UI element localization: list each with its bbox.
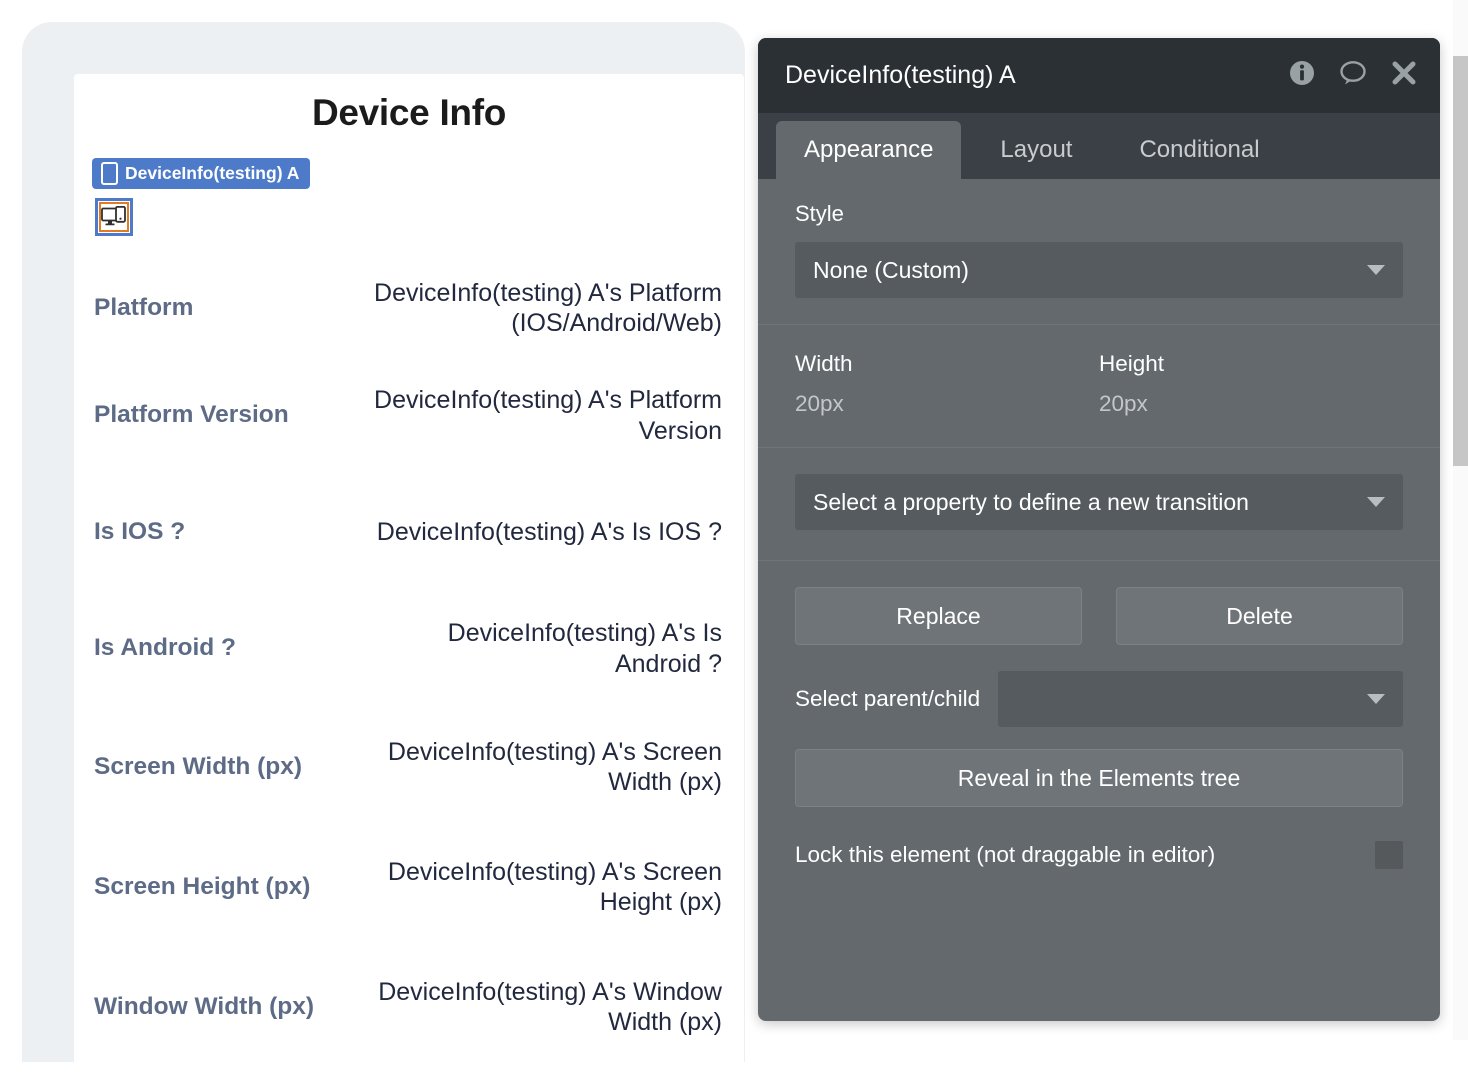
- transition-property-select[interactable]: Select a property to define a new transi…: [795, 474, 1403, 530]
- device-monitor-phone-icon: [99, 202, 129, 232]
- parent-child-label: Select parent/child: [795, 686, 981, 711]
- device-info-rows: Platform DeviceInfo(testing) A's Platfor…: [74, 260, 744, 1067]
- replace-button[interactable]: Replace: [795, 587, 1082, 645]
- parent-child-select[interactable]: [998, 671, 1403, 727]
- app-preview-page: Device Info DeviceInfo(testing) A Platfo…: [74, 74, 744, 1084]
- style-select-value: None (Custom): [813, 256, 969, 283]
- row-value: DeviceInfo(testing) A's Is Android ?: [447, 619, 722, 678]
- selection-badge[interactable]: DeviceInfo(testing) A: [92, 158, 311, 189]
- row-value: DeviceInfo(testing) A's Platform Version: [374, 386, 722, 445]
- transition-section: Select a property to define a new transi…: [758, 448, 1440, 561]
- row-value: DeviceInfo(testing) A's Screen Width (px…: [387, 737, 722, 797]
- tab-layout[interactable]: Layout: [1000, 136, 1073, 163]
- selected-element-icon-box[interactable]: [95, 198, 133, 236]
- row-value: DeviceInfo(testing) A's Window Width (px…: [378, 977, 722, 1037]
- element-actions-section: Replace Delete Select parent/child Revea…: [758, 561, 1440, 895]
- panel-title: DeviceInfo(testing) A: [785, 61, 1016, 89]
- row-label: Platform: [94, 293, 194, 321]
- selection-badge-label: DeviceInfo(testing) A: [125, 163, 300, 183]
- row-label: Is Android ?: [94, 634, 236, 662]
- phone-icon: [101, 162, 118, 185]
- row-label: Screen Height (px): [94, 872, 311, 900]
- lock-element-label: Lock this element (not draggable in edit…: [795, 842, 1216, 867]
- style-label: Style: [795, 201, 844, 226]
- style-select[interactable]: None (Custom): [795, 242, 1403, 298]
- table-row: Screen Width (px) DeviceInfo(testing) A'…: [74, 707, 744, 827]
- property-editor-panel: DeviceInfo(testing) A: [758, 38, 1440, 1021]
- close-icon[interactable]: [1390, 59, 1418, 92]
- reveal-in-elements-tree-button[interactable]: Reveal in the Elements tree: [795, 749, 1403, 807]
- table-row: Platform Version DeviceInfo(testing) A's…: [74, 356, 744, 475]
- lock-element-checkbox[interactable]: [1375, 841, 1403, 869]
- panel-body: Style None (Custom) Width 20px Height 20…: [758, 179, 1440, 1021]
- panel-tab-bar: Appearance Layout Conditional: [758, 113, 1440, 179]
- chevron-down-icon: [1367, 265, 1385, 275]
- row-value: DeviceInfo(testing) A's Platform (IOS/An…: [374, 278, 722, 338]
- width-value: 20px: [795, 391, 844, 416]
- table-row: Platform DeviceInfo(testing) A's Platfor…: [74, 260, 744, 356]
- chevron-down-icon: [1367, 497, 1385, 507]
- row-value: DeviceInfo(testing) A's Screen Height (p…: [387, 857, 722, 917]
- lock-element-row: Lock this element (not draggable in edit…: [795, 841, 1403, 869]
- table-row: Screen Height (px) DeviceInfo(testing) A…: [74, 827, 744, 947]
- parent-child-row: Select parent/child: [795, 671, 1403, 727]
- tab-appearance[interactable]: Appearance: [776, 121, 962, 179]
- info-icon[interactable]: [1288, 59, 1316, 92]
- page-scrollbar-thumb[interactable]: [1453, 56, 1468, 466]
- transition-property-placeholder: Select a property to define a new transi…: [813, 488, 1249, 515]
- height-label: Height: [1099, 351, 1165, 376]
- row-value: DeviceInfo(testing) A's Is IOS ?: [376, 518, 722, 547]
- comment-icon[interactable]: [1338, 59, 1368, 92]
- tab-conditional[interactable]: Conditional: [1139, 136, 1260, 163]
- height-value: 20px: [1099, 391, 1148, 416]
- panel-header-actions: [1288, 59, 1418, 92]
- replace-delete-row: Replace Delete: [795, 587, 1403, 645]
- chevron-down-icon: [1367, 694, 1385, 704]
- height-field[interactable]: Height 20px: [1099, 351, 1403, 417]
- row-label: Is IOS ?: [94, 518, 186, 546]
- row-label: Window Width (px): [94, 992, 314, 1020]
- delete-button[interactable]: Delete: [1116, 587, 1403, 645]
- table-row: Is Android ? DeviceInfo(testing) A's Is …: [74, 590, 744, 707]
- panel-header: DeviceInfo(testing) A: [758, 38, 1440, 113]
- width-field[interactable]: Width 20px: [795, 351, 1099, 417]
- row-label: Screen Width (px): [94, 752, 303, 780]
- table-row: Is IOS ? DeviceInfo(testing) A's Is IOS …: [74, 475, 744, 590]
- dimensions-section: Width 20px Height 20px: [758, 325, 1440, 448]
- page-scrollbar-track[interactable]: [1453, 0, 1468, 1040]
- page-title: Device Info: [311, 92, 507, 133]
- row-label: Platform Version: [94, 401, 289, 429]
- canvas-frame: Device Info DeviceInfo(testing) A Platfo…: [22, 22, 745, 1084]
- style-section: Style None (Custom): [758, 179, 1440, 325]
- width-label: Width: [795, 351, 853, 376]
- table-row: Window Width (px) DeviceInfo(testing) A'…: [74, 947, 744, 1067]
